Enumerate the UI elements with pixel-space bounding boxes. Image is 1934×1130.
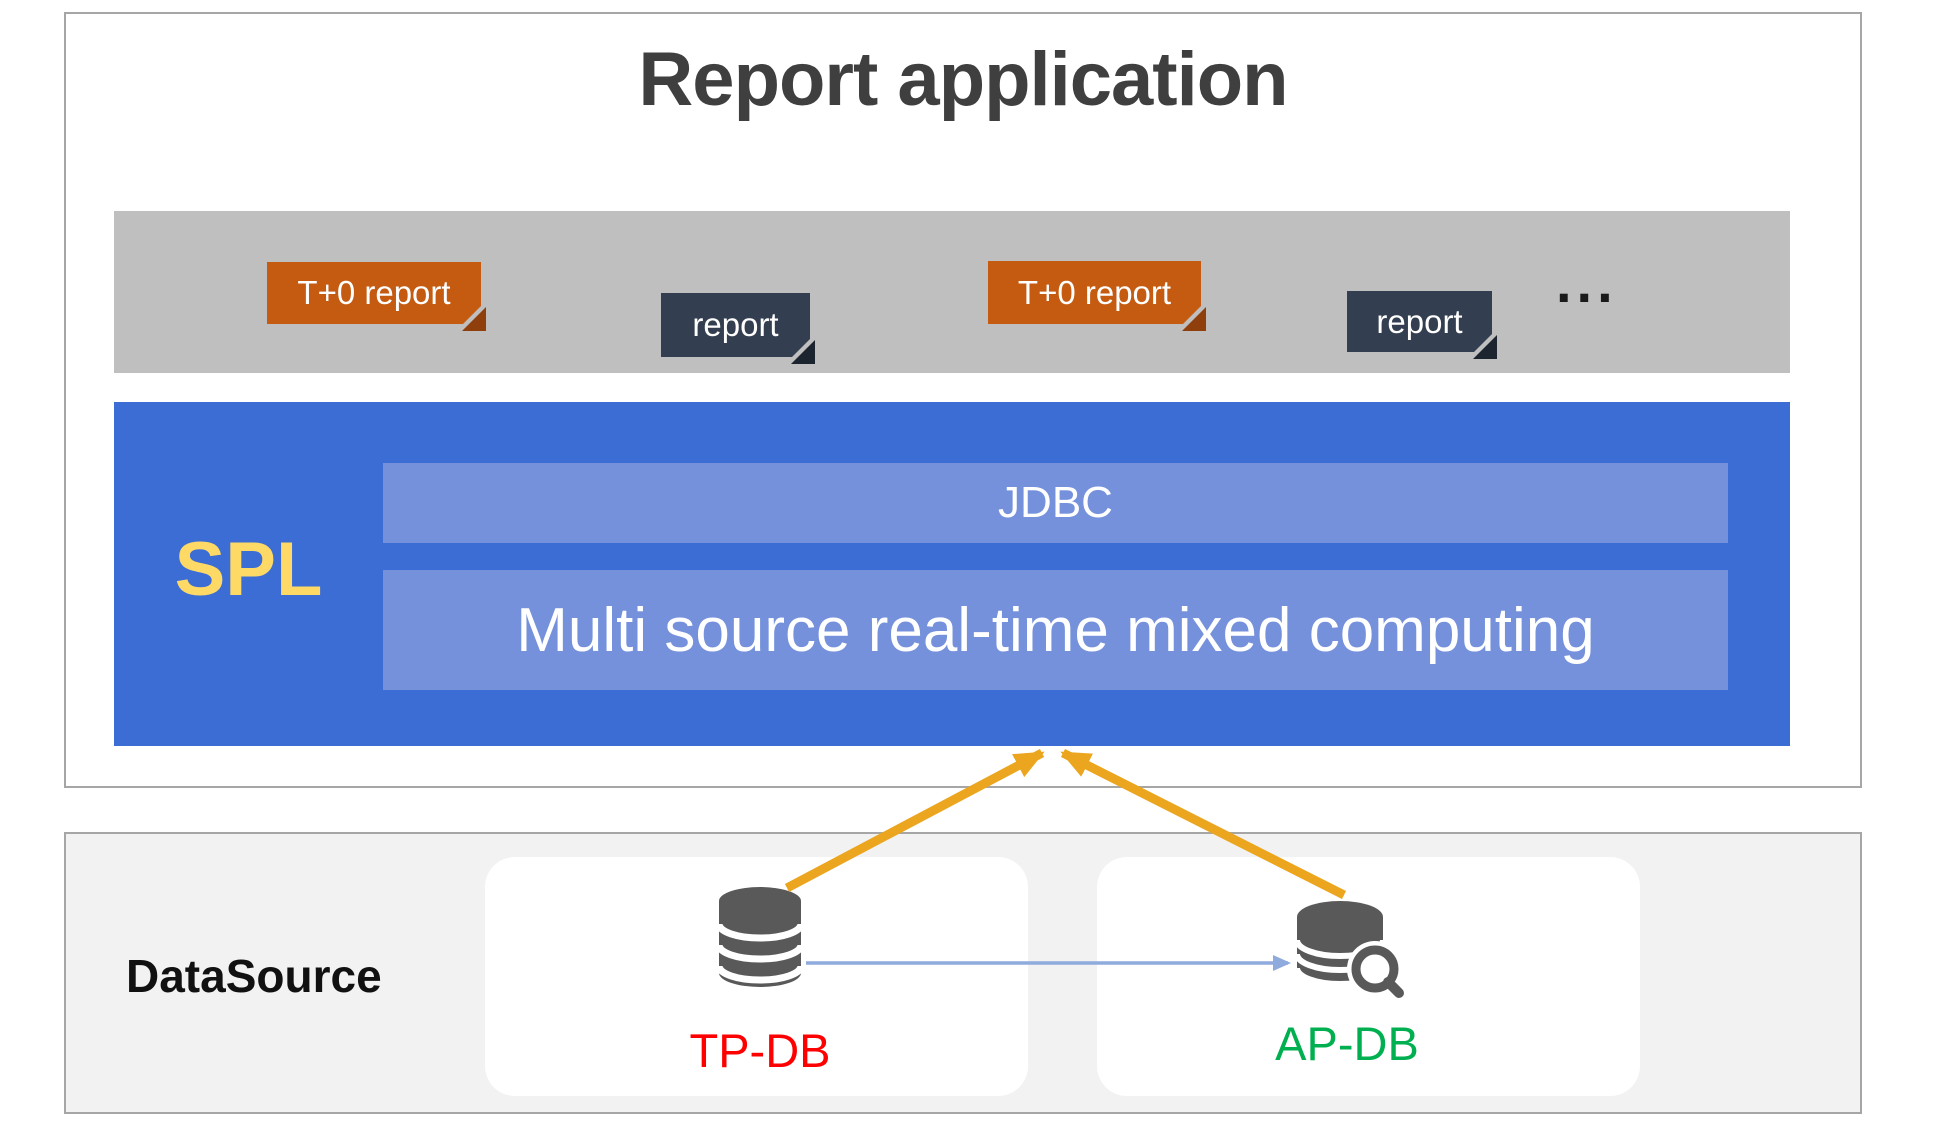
t0-report-badge-1: T+0 report — [267, 262, 486, 331]
report-badge-1-label: report — [661, 293, 810, 357]
database-icon — [716, 887, 804, 987]
more-reports-ellipsis: ... — [1556, 251, 1618, 314]
database-search-icon — [1294, 901, 1406, 1005]
t0-report-badge-2: T+0 report — [988, 261, 1206, 331]
mixed-computing-bar: Multi source real-time mixed computing — [383, 570, 1728, 690]
page-title: Report application — [638, 37, 1288, 122]
report-badge-2-label: report — [1347, 291, 1492, 352]
tp-db-label: TP-DB — [689, 1024, 831, 1077]
report-badge-1: report — [661, 293, 815, 364]
jdbc-bar: JDBC — [383, 463, 1728, 543]
datasource-label: DataSource — [126, 950, 382, 1002]
ap-db-label: AP-DB — [1275, 1017, 1419, 1070]
t0-report-badge-1-label: T+0 report — [267, 262, 481, 324]
t0-report-badge-2-label: T+0 report — [988, 261, 1201, 324]
spl-label: SPL — [174, 527, 323, 612]
report-badge-2: report — [1347, 291, 1497, 359]
